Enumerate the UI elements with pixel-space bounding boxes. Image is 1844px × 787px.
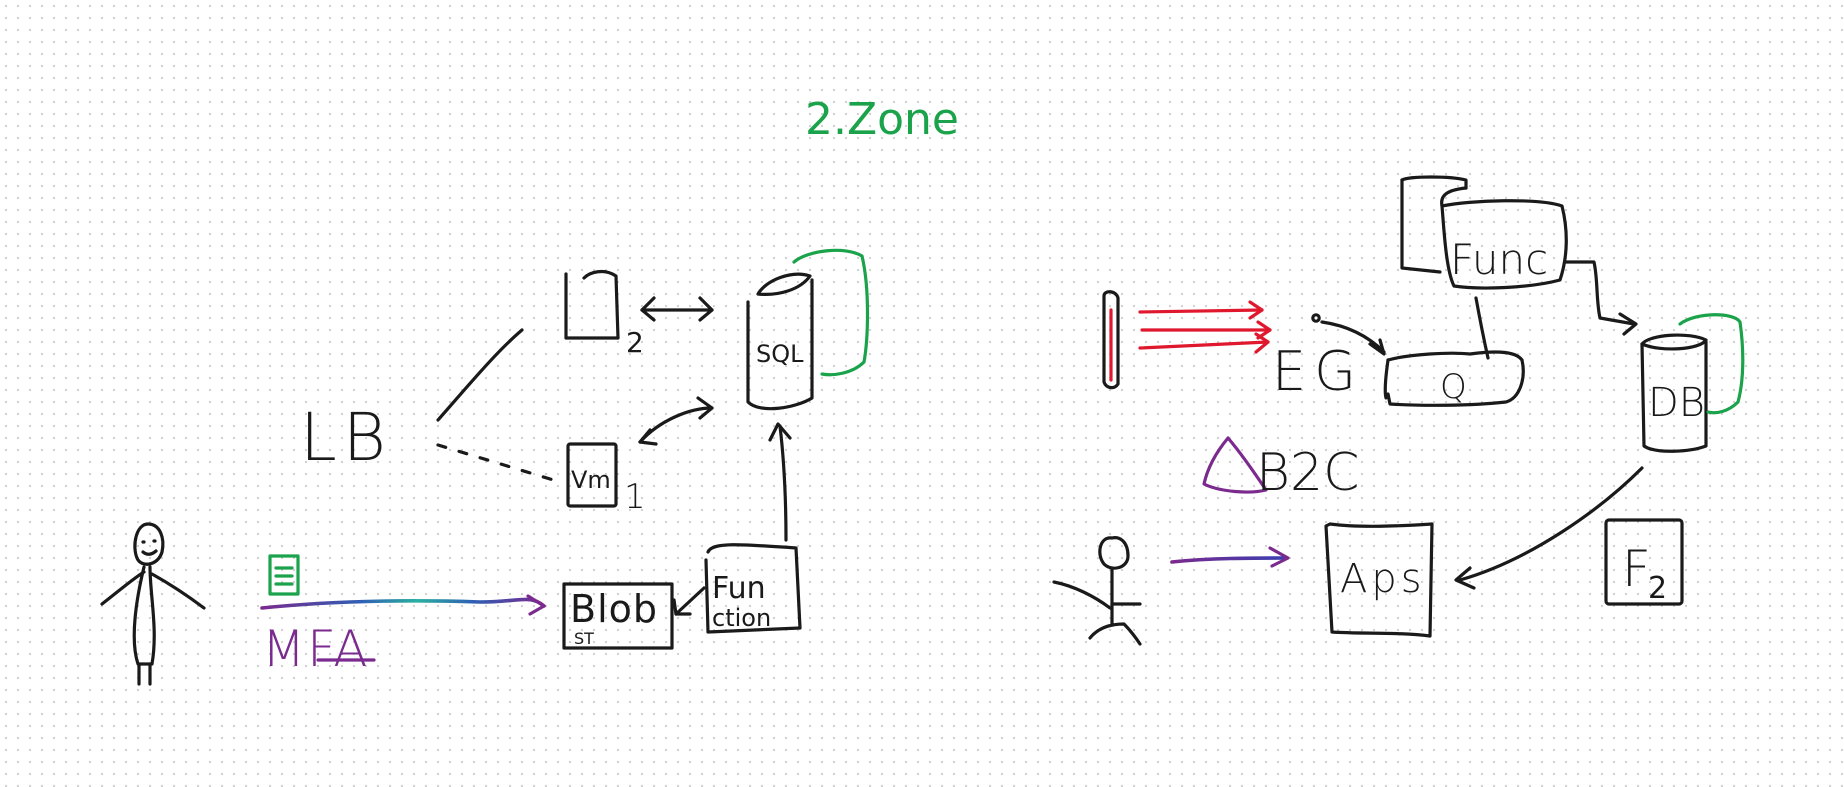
- thermometer-icon: [1102, 290, 1120, 390]
- function-sql-arrow: [768, 422, 792, 542]
- func-queue-connector: [1474, 296, 1490, 360]
- function-blob-arrow: [672, 586, 706, 616]
- blob-label: Blob: [570, 587, 658, 631]
- sql-replica-outline: [792, 248, 870, 377]
- b2c-label: B2C: [1256, 443, 1359, 503]
- db-aps-arrow: [1454, 466, 1644, 590]
- document-icon: [268, 554, 300, 596]
- f2-subscript: 2: [1648, 571, 1667, 606]
- sql-database-icon: [746, 272, 814, 411]
- aps-app-icon: [1324, 522, 1434, 638]
- func-label: Func: [1450, 235, 1548, 284]
- vm2-icon: [564, 269, 620, 340]
- load-balancer-label: LB: [300, 399, 392, 476]
- f2-label: F: [1622, 540, 1651, 598]
- function-box-icon: [704, 543, 802, 634]
- vm1-icon: [566, 442, 618, 508]
- event-grid-label: EG: [1272, 340, 1364, 403]
- db-icon: [1640, 333, 1708, 453]
- db-replica-outline: [1678, 313, 1745, 415]
- blob-storage-icon: [562, 582, 674, 650]
- queue-label: Q: [1440, 367, 1467, 407]
- function-label-top: Fun: [712, 571, 766, 606]
- triangle-icon: [1202, 436, 1268, 494]
- mfa-access-arrow: [260, 594, 546, 616]
- aps-label: Aps: [1340, 556, 1426, 602]
- sql-label: SQL: [756, 340, 804, 368]
- event-arrows: [1138, 300, 1272, 354]
- zone-title: 2.Zone: [805, 94, 959, 145]
- function-app-icon: [1400, 175, 1568, 290]
- user-aps-arrow: [1170, 546, 1290, 568]
- stick-figure-icon: [1052, 536, 1142, 646]
- eg-queue-arrow: [1311, 313, 1386, 356]
- lb-vm2-connector: [436, 328, 524, 422]
- function-label-bottom: ction: [712, 604, 771, 632]
- queue-icon: [1383, 350, 1525, 407]
- func-db-arrow: [1564, 260, 1638, 336]
- blob-sub-label: ST: [574, 629, 594, 648]
- vm2-sql-arrow: [640, 296, 714, 322]
- sql-vm1-arrow: [638, 396, 714, 446]
- f2-box-icon: [1604, 518, 1684, 606]
- lb-vm1-dashed-connector: [436, 443, 562, 484]
- person-icon: [100, 522, 206, 686]
- db-label: DB: [1648, 380, 1705, 426]
- mfa-label: MFA: [262, 620, 370, 678]
- vm2-count: 2: [626, 326, 644, 359]
- vm1-count: 1: [624, 477, 646, 517]
- vm1-label: Vm: [571, 466, 611, 494]
